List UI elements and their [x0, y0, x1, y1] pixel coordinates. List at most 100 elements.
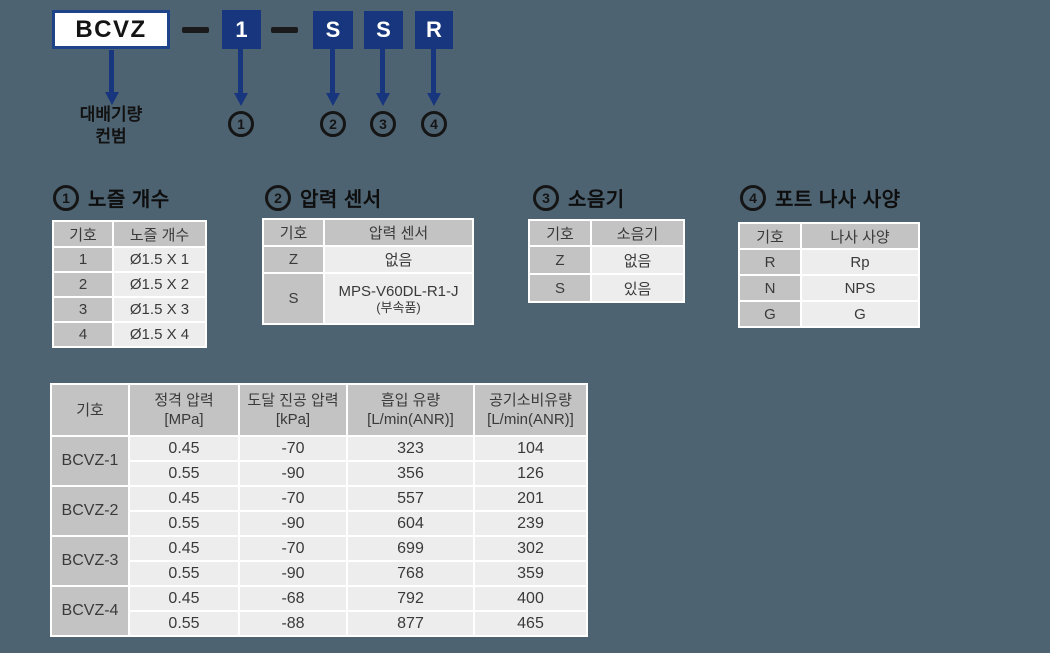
model-segment-2: S: [313, 11, 353, 49]
spec-value-cell: 323: [346, 435, 475, 462]
value-cell: 없음: [590, 245, 685, 275]
base-caption-line1: 대배기량: [79, 105, 143, 124]
table-row: G G: [738, 300, 920, 328]
symbol-cell: 4: [52, 321, 114, 348]
spec-col-header-symbol: 기호: [50, 383, 130, 437]
table-row: 2 Ø1.5 X 2: [52, 271, 207, 298]
spec-table: 기호 정격 압력 [MPa] 도달 진공 압력 [kPa] 흡입 유량 [L/m…: [50, 383, 588, 637]
spec-value-cell: -70: [238, 535, 348, 562]
spec-value-cell: 877: [346, 610, 475, 637]
value-cell: NPS: [800, 274, 920, 302]
header-line1: 도달 진공 압력: [247, 392, 339, 409]
spec-col-header-air-consumption: 공기소비유량 [L/min(ANR)]: [473, 383, 588, 437]
symbol-cell: 1: [52, 246, 114, 273]
nozzle-count-table: 기호 노즐 개수 1 Ø1.5 X 1 2 Ø1.5 X 2 3 Ø1.5 X …: [52, 220, 207, 348]
col-header-symbol: 기호: [262, 218, 325, 247]
dash-separator-1: [182, 27, 209, 33]
table-row: R Rp: [738, 248, 920, 276]
symbol-cell: Z: [528, 245, 592, 275]
section-number-circle: 1: [53, 184, 79, 211]
spec-row: 0.55 -88 877 465: [51, 610, 588, 637]
spec-row: BCVZ-1 0.45 -70 323 104: [50, 435, 588, 487]
spec-value-cell: 201: [473, 485, 588, 512]
table-row: S MPS-V60DL-R1-J (부속품): [262, 272, 474, 325]
value-cell: G: [800, 300, 920, 328]
spec-value-cell: 0.45: [128, 485, 240, 512]
section-header-nozzle-count: 1 노즐 개수: [53, 183, 170, 212]
spec-value-cell: 239: [473, 510, 588, 537]
spec-model-cell: BCVZ-1: [50, 435, 130, 487]
spec-value-cell: 126: [473, 460, 588, 487]
model-segment-3: S: [364, 11, 403, 49]
arrow-base-stem: [109, 50, 114, 93]
table-header-row: 기호 노즐 개수: [52, 220, 207, 248]
spec-value-cell: 0.45: [128, 585, 240, 612]
table-header-row: 기호 소음기: [528, 219, 685, 247]
spec-value-cell: 604: [346, 510, 475, 537]
sensor-accessory-note: (부속품): [376, 299, 421, 315]
symbol-cell: R: [738, 248, 802, 276]
spec-model-cell: BCVZ-4: [50, 585, 130, 637]
spec-row: 0.55 -90 604 239: [51, 510, 588, 537]
symbol-cell: 3: [52, 296, 114, 323]
silencer-table: 기호 소음기 Z 없음 S 있음: [528, 219, 685, 303]
port-thread-table: 기호 나사 사양 R Rp N NPS G G: [738, 222, 920, 328]
header-line1: 공기소비유량: [489, 392, 572, 409]
base-caption: 대배기량 컨범: [46, 104, 176, 148]
arrow-2-stem: [330, 49, 335, 94]
spec-model-cell: BCVZ-3: [50, 535, 130, 587]
arrow-4-head-icon: [427, 93, 441, 106]
spec-value-cell: 400: [473, 585, 588, 612]
spec-value-cell: -88: [238, 610, 348, 637]
value-cell: Ø1.5 X 1: [112, 246, 207, 273]
base-caption-line2: 컨범: [95, 127, 127, 146]
header-line2: [kPa]: [275, 411, 311, 428]
spec-value-cell: -68: [238, 585, 348, 612]
callout-circle-1: 1: [228, 111, 254, 137]
col-header-value: 소음기: [590, 219, 685, 247]
symbol-cell: N: [738, 274, 802, 302]
spec-value-cell: 465: [473, 610, 588, 637]
spec-row: BCVZ-2 0.45 -70 557 201: [50, 485, 588, 537]
spec-row: BCVZ-4 0.45 -68 792 400: [50, 585, 588, 637]
section-number-circle: 4: [740, 184, 766, 211]
callout-circle-2: 2: [320, 111, 346, 137]
spec-value-cell: 0.45: [128, 535, 240, 562]
sensor-model-text: MPS-V60DL-R1-J: [338, 282, 459, 300]
spec-value-cell: 0.45: [128, 435, 240, 462]
header-line1: 기호: [76, 401, 104, 419]
col-header-symbol: 기호: [528, 219, 592, 247]
table-row: 1 Ø1.5 X 1: [52, 246, 207, 273]
value-cell: Ø1.5 X 3: [112, 296, 207, 323]
symbol-cell: Z: [262, 245, 325, 274]
table-header-row: 기호 압력 센서: [262, 218, 474, 247]
spec-header-row: 기호 정격 압력 [MPa] 도달 진공 압력 [kPa] 흡입 유량 [L/m…: [50, 383, 588, 437]
model-segment-1: 1: [222, 10, 261, 49]
arrow-3-stem: [380, 49, 385, 94]
section-title: 압력 센서: [300, 189, 382, 211]
symbol-cell: S: [262, 272, 325, 325]
header-line2: [L/min(ANR)]: [367, 411, 454, 428]
spec-row: 0.55 -90 356 126: [51, 460, 588, 487]
arrow-1-head-icon: [234, 93, 248, 106]
section-header-pressure-sensor: 2 압력 센서: [265, 183, 382, 212]
value-cell: 없음: [323, 245, 474, 274]
header-line1: 흡입 유량: [380, 392, 441, 409]
table-row: N NPS: [738, 274, 920, 302]
table-row: Z 없음: [262, 245, 474, 274]
col-header-symbol: 기호: [738, 222, 802, 250]
symbol-cell: G: [738, 300, 802, 328]
spec-model-cell: BCVZ-2: [50, 485, 130, 537]
col-header-value: 노즐 개수: [112, 220, 207, 248]
spec-value-cell: 792: [346, 585, 475, 612]
callout-circle-3: 3: [370, 111, 396, 137]
header-line2: [L/min(ANR)]: [487, 411, 574, 428]
symbol-cell: 2: [52, 271, 114, 298]
table-row: 4 Ø1.5 X 4: [52, 321, 207, 348]
arrow-base-head-icon: [105, 92, 119, 105]
spec-value-cell: -90: [238, 560, 348, 587]
spec-value-cell: 359: [473, 560, 588, 587]
model-segment-4: R: [415, 11, 453, 49]
section-title: 포트 나사 사양: [775, 189, 901, 211]
